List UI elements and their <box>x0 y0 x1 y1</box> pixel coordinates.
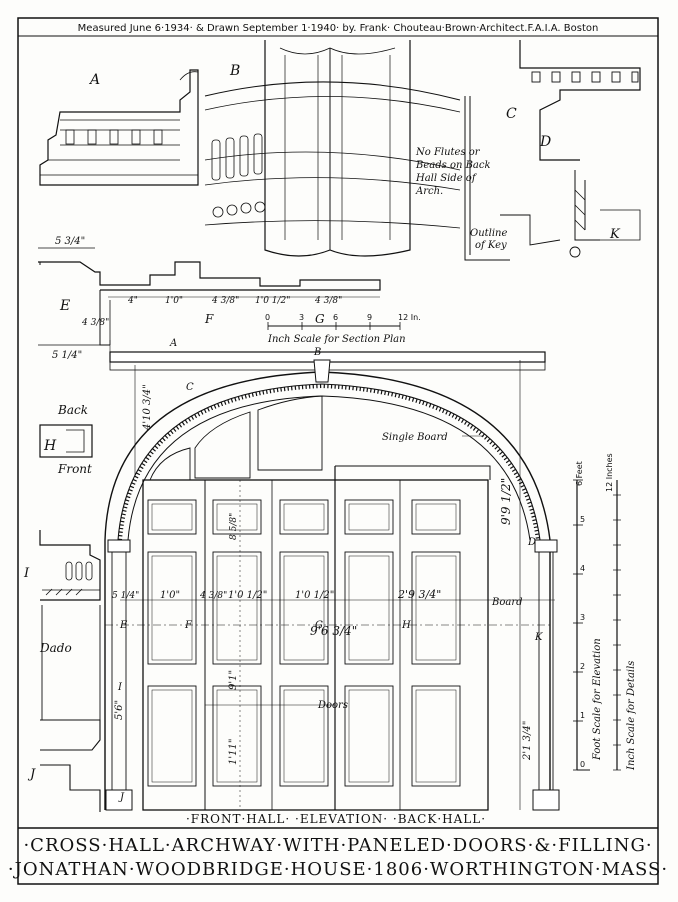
section-plan: E F G 5 3/4" 4" 1'0" 4 3/8" 1'0 1/2" 4 3… <box>38 236 421 361</box>
svg-text:E: E <box>119 620 128 631</box>
foot-tick-4: 4 <box>580 564 585 573</box>
plan-dim-5: 1'0 1/2" <box>255 296 290 306</box>
detail-a: A <box>39 69 199 186</box>
label-g: G <box>315 312 325 326</box>
svg-text:G: G <box>315 620 323 631</box>
plan-dim-6: 4 3/8" <box>314 296 342 306</box>
note-board: Board <box>491 597 523 608</box>
foot-scale-label: Foot Scale for Elevation <box>592 638 603 761</box>
svg-text:F: F <box>184 620 193 631</box>
section-plan-scale: 0 3 6 9 12 In. Inch Scale for Section Pl… <box>265 313 421 345</box>
title-line-2: ·JONATHAN·WOODBRIDGE·HOUSE·1806·WORTHING… <box>8 859 668 880</box>
dim-opening-width: 9'6 3/4" <box>310 624 357 638</box>
label-b: B <box>229 63 240 79</box>
foot-tick-2: 2 <box>580 662 585 671</box>
detail-b: B <box>204 40 461 257</box>
scale-tick-0: 0 <box>265 313 270 322</box>
label-e: E <box>59 298 70 314</box>
dim-lower-panel: 1'11" <box>228 739 239 765</box>
label-f: F <box>204 312 214 326</box>
plan-dim-left-1: 4 3/8" <box>81 318 109 328</box>
inch-scale-label: Inch Scale for Details <box>626 661 637 771</box>
elevation-scales: 0 1 2 3 4 5 6 Feet Foot Scale for Elevat… <box>573 453 637 771</box>
dim-total-height: 9'9 1/2" <box>499 478 513 525</box>
elevation-caption: ·FRONT·HALL· ·ELEVATION· ·BACK·HALL· <box>186 812 486 826</box>
note-flutes-1: No Flutes or <box>415 147 481 158</box>
note-flutes-4: Arch. <box>415 186 443 197</box>
label-h: H <box>43 438 57 454</box>
dim-door-height: 9'1" <box>228 670 239 690</box>
plan-dim-2: 4" <box>127 296 138 306</box>
svg-text:D: D <box>527 537 536 548</box>
foot-tick-5: 5 <box>580 515 585 524</box>
dim-base-right: 2'1 3/4" <box>522 721 533 761</box>
foot-tick-3: 3 <box>580 613 585 622</box>
svg-text:C: C <box>186 382 194 393</box>
dim-stile-1: 1'0" <box>160 590 180 601</box>
label-c: C <box>506 106 517 122</box>
dim-dado-height: 5'6" <box>114 700 125 720</box>
plan-dim-4: 4 3/8" <box>211 296 239 306</box>
dim-small-2: 8 5/8" <box>229 513 239 540</box>
credit-line: Measured June 6·1934· & Drawn September … <box>78 23 599 34</box>
label-front: Front <box>57 462 92 476</box>
foot-tick-0: 0 <box>580 760 585 769</box>
scale-tick-12: 12 In. <box>398 313 421 322</box>
dim-arch-rise: 4'10 3/4" <box>142 384 153 431</box>
foot-tick-6: 6 Feet <box>575 461 584 486</box>
inch-tick-12: 12 Inches <box>605 453 614 492</box>
note-doors: Doors <box>317 700 348 711</box>
svg-text:H: H <box>401 620 411 631</box>
scale-label-plan: Inch Scale for Section Plan <box>267 334 406 345</box>
svg-text:A: A <box>169 338 177 349</box>
foot-tick-1: 1 <box>580 711 585 720</box>
scale-tick-9: 9 <box>367 313 372 322</box>
svg-text:I: I <box>117 682 123 693</box>
dim-stile-2: 1'0 1/2" <box>228 590 267 601</box>
note-single-board: Single Board <box>382 432 448 443</box>
scale-tick-6: 6 <box>333 313 338 322</box>
svg-text:No Flutes or Beads on Ba: No Flutes or Beads on Back Hall Side of … <box>415 147 494 197</box>
detail-h: Back H Front <box>39 403 93 476</box>
note-outline-1: Outline <box>470 228 507 239</box>
label-dado: Dado <box>39 641 72 655</box>
svg-text:K: K <box>534 632 543 643</box>
plan-dim-1: 5 3/4" <box>55 236 85 247</box>
plan-dim-3: 1'0" <box>165 296 183 306</box>
dim-stile-3: 1'0 1/2" <box>295 590 334 601</box>
dim-small-3: 5 1/4" <box>112 591 139 601</box>
sheet-border <box>17 17 659 885</box>
detail-cdk: C D K No Flutes or Beads on Back Hall Si… <box>415 40 641 261</box>
title-line-1: ·CROSS·HALL·ARCHWAY·WITH·PANELED·DOORS·&… <box>23 835 652 856</box>
label-a: A <box>88 72 100 88</box>
label-j: J <box>27 767 36 782</box>
scale-tick-3: 3 <box>299 313 304 322</box>
svg-text:B: B <box>313 347 321 358</box>
label-k: K <box>609 227 621 242</box>
dim-right-door: 2'9 3/4" <box>397 588 441 601</box>
main-elevation: 4'10 3/4" 9'9 1/2" 9'6 3/4" 2'9 3/4" 1'0… <box>104 338 560 811</box>
label-d: D <box>539 134 551 150</box>
note-flutes-3: Hall Side of <box>415 173 478 184</box>
svg-text:J: J <box>118 792 125 803</box>
note-flutes-2: Beads on Back <box>415 160 491 171</box>
detail-ij: I J Dado <box>23 530 101 812</box>
plan-dim-left-2: 5 1/4" <box>52 350 82 361</box>
dim-small-1: 4 3/8" <box>199 591 227 601</box>
note-outline-2: of Key <box>475 240 507 251</box>
label-back: Back <box>57 403 88 417</box>
svg-text:Outline of Key: Outline of Key <box>470 228 511 251</box>
label-i: I <box>23 566 30 581</box>
